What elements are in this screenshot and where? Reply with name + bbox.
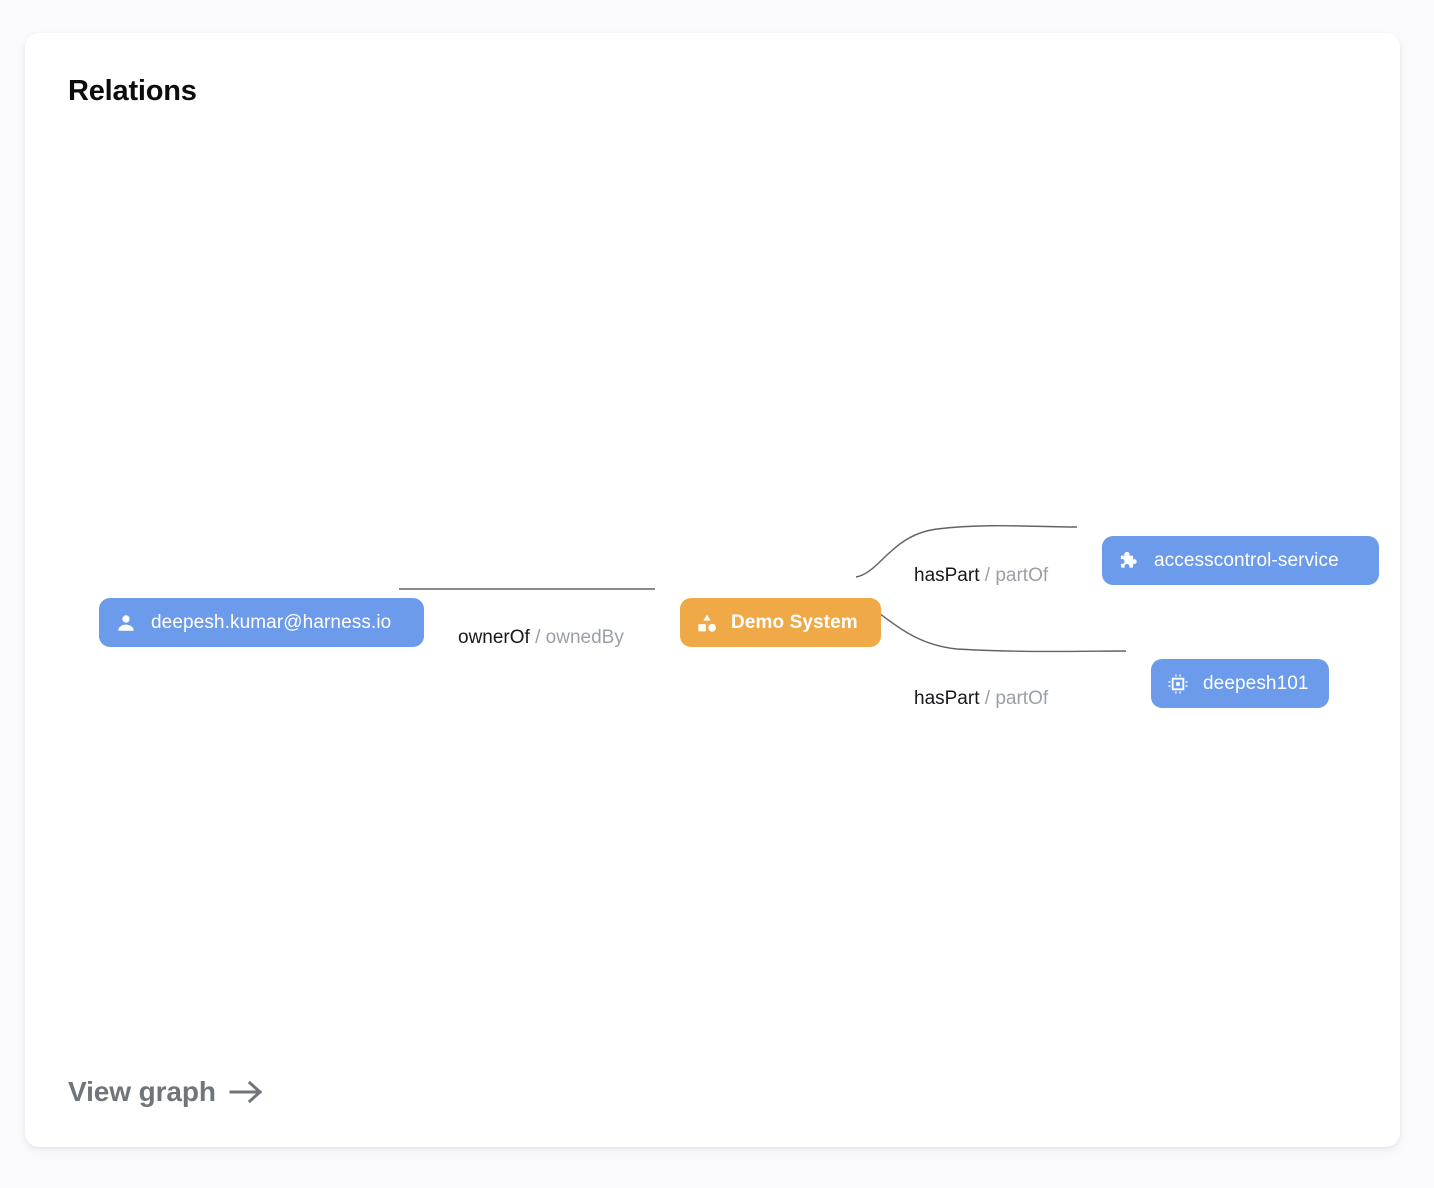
graph-node-label: accesscontrol-service — [1154, 549, 1339, 571]
edge-path-haspart-top — [855, 524, 1078, 578]
graph-node-system[interactable]: Demo System — [680, 598, 881, 647]
relations-card: Relations deepesh.kumar@harness.io — [25, 33, 1400, 1147]
graph-node-component[interactable]: accesscontrol-service — [1102, 536, 1379, 585]
view-graph-label: View graph — [68, 1076, 216, 1107]
edge-relation-separator: / — [535, 627, 541, 648]
category-icon — [696, 612, 718, 634]
memory-chip-icon — [1167, 673, 1189, 695]
view-graph-link[interactable]: View graph — [68, 1076, 265, 1108]
graph-edge-layer — [399, 524, 1127, 653]
graph-node-resource[interactable]: deepesh101 — [1151, 659, 1329, 708]
person-icon — [115, 612, 137, 634]
edge-relation-secondary: partOf — [995, 688, 1049, 709]
edge-relation-secondary: ownedBy — [545, 627, 624, 648]
page-title: Relations — [68, 75, 197, 107]
arrow-right-icon — [229, 1078, 265, 1106]
edge-relation-separator: / — [984, 688, 991, 709]
edge-label-owner-of: ownerOf / ownedBy — [458, 627, 624, 649]
graph-node-label: Demo System — [731, 611, 858, 633]
edge-relation-separator: / — [984, 565, 991, 586]
edge-relation-primary: hasPart — [914, 565, 980, 586]
edge-relation-primary: hasPart — [914, 688, 980, 709]
edge-relation-secondary: partOf — [995, 565, 1049, 586]
edge-relation-primary: ownerOf — [458, 627, 530, 648]
edge-path-haspart-bottom — [855, 600, 1127, 653]
graph-node-person[interactable]: deepesh.kumar@harness.io — [99, 598, 424, 647]
relations-graph-canvas[interactable]: deepesh.kumar@harness.io Demo System acc… — [25, 33, 1400, 1147]
graph-node-label: deepesh.kumar@harness.io — [151, 611, 392, 633]
puzzle-piece-icon — [1118, 550, 1140, 572]
edge-label-has-part-component: hasPart / partOf — [914, 565, 1048, 587]
edge-label-has-part-resource: hasPart / partOf — [914, 688, 1048, 710]
graph-node-label: deepesh101 — [1203, 672, 1309, 694]
